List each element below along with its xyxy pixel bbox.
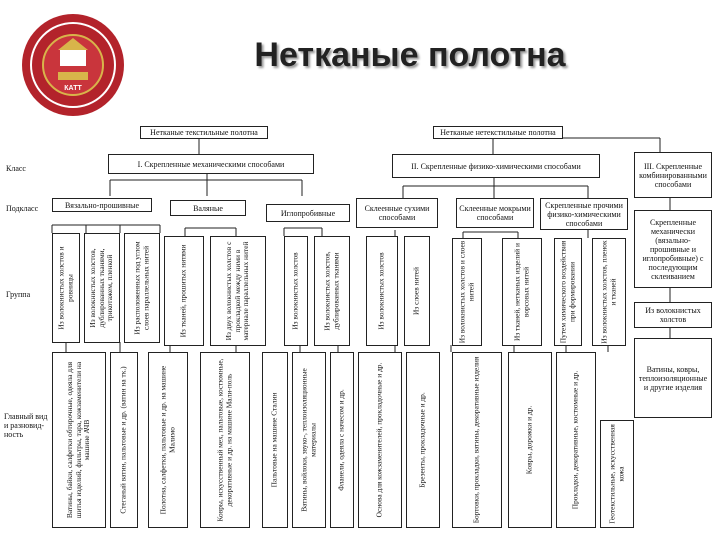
- group-fabrics-stitched: Из тканей, прошитых нитями: [164, 236, 204, 346]
- scope-malimo: Полотна, салфетки, пальтовые и др. на ма…: [148, 352, 188, 528]
- college-logo: КАТТ: [20, 12, 126, 118]
- scope-combined-products: Ватины, ковры, теплоизоляционные и други…: [634, 338, 712, 418]
- subclass-dry-bonded: Склеенные сухими способами: [356, 198, 438, 228]
- subclass-combined: Скрепленные механически (вязально-прошив…: [634, 210, 712, 288]
- group-combined-webs: Из волокнистых холстов: [634, 302, 712, 328]
- group-fiber-webs-roving: Из волокнистых холстов и ровницы: [52, 233, 80, 343]
- row-label-scope-line-1: Главный вид: [4, 412, 48, 421]
- group-chemical-formation: Путем химического воздействия при формир…: [554, 238, 582, 346]
- scope-label: Фланели, одеяла с начесом и др.: [336, 389, 346, 491]
- subclass-felted: Валяные: [170, 200, 246, 216]
- row-label-scope-line-2: и разновид-: [4, 421, 45, 430]
- group-label: Из расположенных под углом слоев паралле…: [132, 241, 150, 335]
- subclass-wet-bonded: Склеенные мокрыми способами: [456, 198, 534, 228]
- scope-label: Брезенты, прокладочные и др.: [417, 392, 427, 488]
- group-label: Из волокнистых холстов: [376, 252, 386, 330]
- subclass-other-physicochemical: Скрепленные прочими физико-химическими с…: [540, 198, 628, 230]
- group-fiber-webs: Из волокнистых холстов: [284, 236, 308, 346]
- group-label: Из волокнистых холстов, дублированных тк…: [322, 251, 340, 331]
- class-mechanical: I. Скрепленные механическими способами: [108, 154, 314, 174]
- subclass-needlepunched: Иглопробивные: [266, 204, 350, 222]
- row-label-scope: Главный вид и разновид- ность: [4, 412, 47, 439]
- group-thread-layers: Из слоев нитей: [404, 236, 430, 346]
- scope-interlinings: Бортовки, прокладки, ватины, декоративны…: [452, 352, 502, 528]
- scope-label: Ковры, искусственный мех, пальтовые, кос…: [215, 358, 233, 522]
- scope-quilted-wadding: Стеганый ватин, пальтовые и др. (ватин н…: [110, 352, 138, 528]
- group-fabrics-pile-threads: Из тканей, нетканых изделий и ворсовых н…: [502, 238, 542, 346]
- group-webs-laminated: Из волокнистых холстов, дублированных тк…: [84, 233, 120, 343]
- group-label: Из волокнистых холстов, пленок и тканей: [599, 240, 617, 344]
- row-label-group: Группа: [6, 290, 31, 299]
- node-textile: Нетканые текстильные полотна: [140, 126, 268, 139]
- group-webs-films-fabrics: Из волокнистых холстов, пленок и тканей: [592, 238, 626, 346]
- scope-label: Прокладки, декоративные, костюмные и др.: [570, 370, 580, 510]
- scope-carpets: Ковры, дорожки и др.: [508, 352, 552, 528]
- scope-decorative: Прокладки, декоративные, костюмные и др.: [556, 352, 596, 528]
- group-label: Из волокнистых холстов и слоев нитей: [457, 240, 475, 344]
- scope-wadding-cloths: Ватины, байки, салфетки обтирочные, одея…: [52, 352, 106, 528]
- group-webs-with-fabrics: Из волокнистых холстов, дублированных тк…: [314, 236, 350, 346]
- scope-tarpaulins: Брезенты, прокладочные и др.: [406, 352, 440, 528]
- group-label: Из тканей, нетканых изделий и ворсовых н…: [512, 243, 530, 341]
- group-fiber-webs-dry: Из волокнистых холстов: [366, 236, 398, 346]
- group-label: Из волокнистых холстов, дублированных тк…: [88, 248, 115, 328]
- group-label: Из волокнистых холстов и ровницы: [56, 246, 74, 330]
- scope-label: Стеганый ватин, пальтовые и др. (ватин н…: [118, 366, 128, 514]
- group-webs-and-threads: Из волокнистых холстов и слоев нитей: [452, 238, 482, 346]
- row-label-subclass: Подкласс: [6, 204, 39, 213]
- scope-label: Пальтовые на машине Сталин: [269, 392, 279, 488]
- scope-label: Полотна, салфетки, пальтовые и др. на ма…: [158, 365, 176, 515]
- scope-label: Ватины, байки, салфетки обтирочные, одея…: [65, 361, 92, 519]
- group-angled-thread-layers: Из расположенных под углом слоев паралле…: [124, 233, 160, 343]
- scope-malipol: Ковры, искусственный мех, пальтовые, кос…: [200, 352, 250, 528]
- scope-label: Бортовки, прокладки, ватины, декоративны…: [471, 356, 481, 524]
- page-title: Нетканые полотна: [254, 36, 566, 74]
- scope-coat-fabrics: Пальтовые на машине Сталин: [262, 352, 288, 528]
- scope-flannel: Фланели, одеяла с начесом и др.: [330, 352, 354, 528]
- node-nontextile: Нетканые нетекстильные полотна: [433, 126, 563, 139]
- group-label: Из тканей, прошитых нитями: [178, 244, 188, 338]
- scope-label: Основа для кожзаменителей, прокладочные …: [374, 362, 384, 518]
- logo-text: КАТТ: [64, 85, 82, 92]
- class-physicochemical: II. Скрепленные физико-химическими спосо…: [392, 154, 600, 178]
- group-label: Из слоев нитей: [411, 267, 421, 315]
- group-label: Из двух волокнистых холстов с прокладкой…: [224, 241, 251, 341]
- group-label: Путем химического воздействия при формир…: [558, 240, 576, 344]
- row-label-scope-line-3: ность: [4, 430, 24, 439]
- scope-leatherette-base: Основа для кожзаменителей, прокладочные …: [358, 352, 402, 528]
- scope-label: Ватины, войлоки, звуко-, теплоизоляционн…: [299, 368, 317, 512]
- group-label: Из волокнистых холстов: [290, 252, 300, 330]
- scope-label: Геотекстильные, искусственная кожа: [607, 424, 625, 524]
- scope-geotextiles: Геотекстильные, искусственная кожа: [600, 420, 634, 528]
- row-label-class: Класс: [6, 164, 26, 173]
- subclass-knit-stitched: Вязально-прошивные: [52, 198, 152, 212]
- class-combined: III. Скрепленные комбинированными способ…: [634, 152, 712, 198]
- group-two-webs-with-threads: Из двух волокнистых холстов с прокладкой…: [210, 236, 266, 346]
- scope-insulation: Ватины, войлоки, звуко-, теплоизоляционн…: [292, 352, 326, 528]
- scope-label: Ковры, дорожки и др.: [524, 405, 534, 475]
